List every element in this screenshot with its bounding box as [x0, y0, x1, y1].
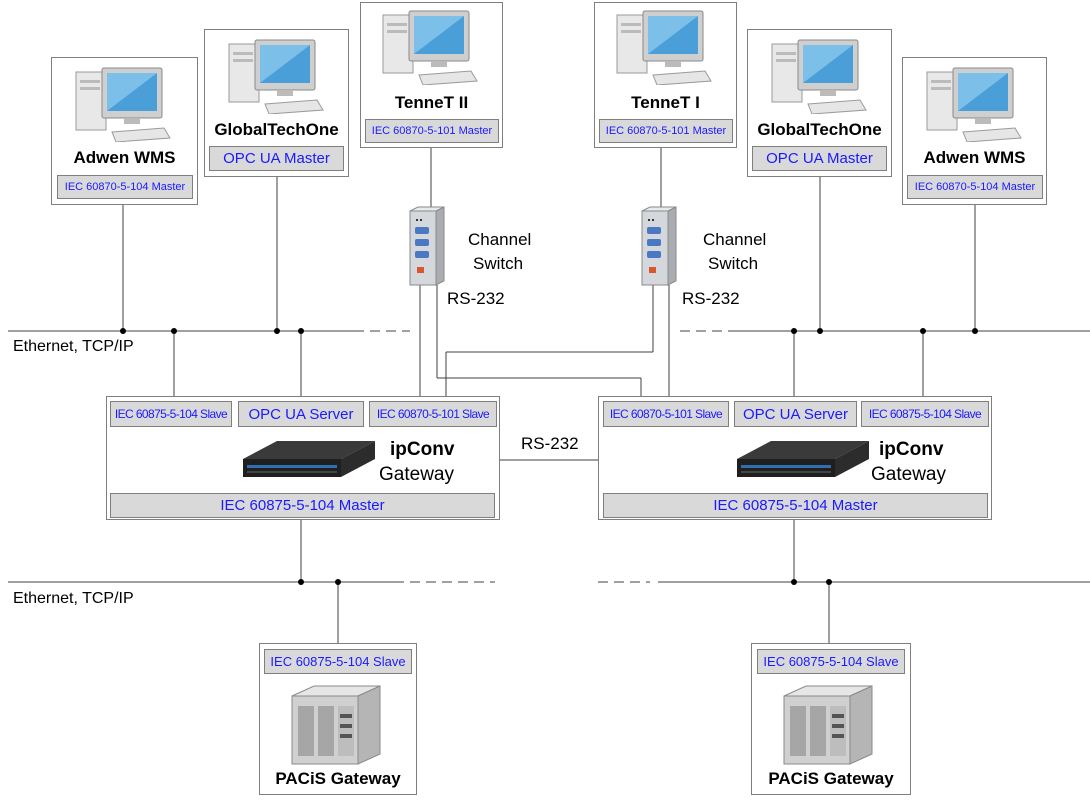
- tennet-1-protocol: IEC 60870-5-101 Master: [599, 119, 733, 143]
- adwen-wms-left-title: Adwen WMS: [73, 148, 176, 167]
- adwen-wms-right-protocol: IEC 60870-5-104 Master: [907, 175, 1043, 199]
- gateway-left-master-104: IEC 60875-5-104 Master: [110, 493, 495, 518]
- computer-icon: [616, 10, 712, 85]
- rs232-right-label: RS-232: [682, 289, 740, 308]
- pacis-gateway-right-node: IEC 60875-5-104 Slave PACiS Gateway: [751, 643, 911, 795]
- gateway-right-subtitle: Gateway: [871, 464, 946, 485]
- industrial-pc-icon: [291, 685, 381, 765]
- computer-icon: [228, 39, 324, 114]
- globaltechone-right-node: GlobalTechOne OPC UA Master: [747, 29, 892, 177]
- ethernet-lower-label: Ethernet, TCP/IP: [13, 590, 134, 607]
- gateway-left-opcua-server: OPC UA Server: [238, 401, 364, 427]
- gateway-right-master-104: IEC 60875-5-104 Master: [603, 493, 988, 518]
- gateway-left-slave-101: IEC 60870-5-101 Slave: [369, 401, 497, 427]
- ethernet-upper-label: Ethernet, TCP/IP: [13, 338, 134, 355]
- globaltechone-left-title: GlobalTechOne: [214, 120, 339, 139]
- computer-icon: [75, 67, 171, 142]
- channel-switch-left-label-1: Channel: [468, 230, 532, 249]
- channel-switch-right-label-1: Channel: [703, 230, 767, 249]
- gateway-left-title: ipConv: [390, 439, 455, 460]
- channel-switch-right-label-2: Switch: [708, 254, 759, 273]
- pacis-left-protocol: IEC 60875-5-104 Slave: [264, 649, 412, 674]
- globaltechone-right-title: GlobalTechOne: [757, 120, 882, 139]
- tennet-1-node: TenneT I IEC 60870-5-101 Master: [594, 2, 737, 148]
- pacis-gateway-left-node: IEC 60875-5-104 Slave PACiS Gateway: [259, 643, 417, 795]
- pacis-right-title: PACiS Gateway: [768, 769, 894, 788]
- channel-switch-right-icon: [641, 206, 677, 286]
- channel-switch-left-label-2: Switch: [473, 254, 524, 273]
- pacis-left-title: PACiS Gateway: [275, 769, 401, 788]
- pacis-right-protocol: IEC 60875-5-104 Slave: [757, 649, 905, 674]
- tennet-2-protocol: IEC 60870-5-101 Master: [365, 119, 499, 143]
- rack-server-icon: [243, 441, 375, 477]
- gateway-right-slave-104: IEC 60875-5-104 Slave: [861, 401, 989, 427]
- tennet-2-title: TenneT II: [394, 93, 469, 112]
- globaltechone-right-protocol: OPC UA Master: [752, 146, 887, 171]
- computer-icon: [926, 67, 1022, 142]
- computer-icon: [771, 39, 867, 114]
- globaltechone-left-protocol: OPC UA Master: [209, 146, 344, 171]
- computer-icon: [382, 10, 478, 85]
- industrial-pc-icon: [783, 685, 873, 765]
- gateway-right-slave-101: IEC 60870-5-101 Slave: [603, 401, 729, 427]
- adwen-wms-left-protocol: IEC 60870-5-104 Master: [57, 175, 193, 199]
- ipconv-gateway-right: IEC 60870-5-101 Slave OPC UA Server IEC …: [598, 396, 992, 520]
- rs232-middle-label: RS-232: [521, 434, 579, 453]
- globaltechone-left-node: GlobalTechOne OPC UA Master: [204, 29, 349, 177]
- adwen-wms-right-title: Adwen WMS: [923, 148, 1026, 167]
- rack-server-icon: [737, 441, 869, 477]
- adwen-wms-right-node: Adwen WMS IEC 60870-5-104 Master: [902, 57, 1047, 205]
- gateway-left-slave-104: IEC 60875-5-104 Slave: [110, 401, 232, 427]
- ipconv-gateway-left: IEC 60875-5-104 Slave OPC UA Server IEC …: [106, 396, 500, 520]
- tennet-1-title: TenneT I: [631, 93, 700, 112]
- gateway-right-title: ipConv: [879, 439, 944, 460]
- tennet-2-node: TenneT II IEC 60870-5-101 Master: [360, 2, 503, 148]
- channel-switch-left-icon: [409, 206, 445, 286]
- gateway-left-subtitle: Gateway: [379, 464, 454, 485]
- adwen-wms-left-node: Adwen WMS IEC 60870-5-104 Master: [51, 57, 198, 205]
- gateway-right-opcua-server: OPC UA Server: [734, 401, 857, 427]
- rs232-left-label: RS-232: [447, 289, 505, 308]
